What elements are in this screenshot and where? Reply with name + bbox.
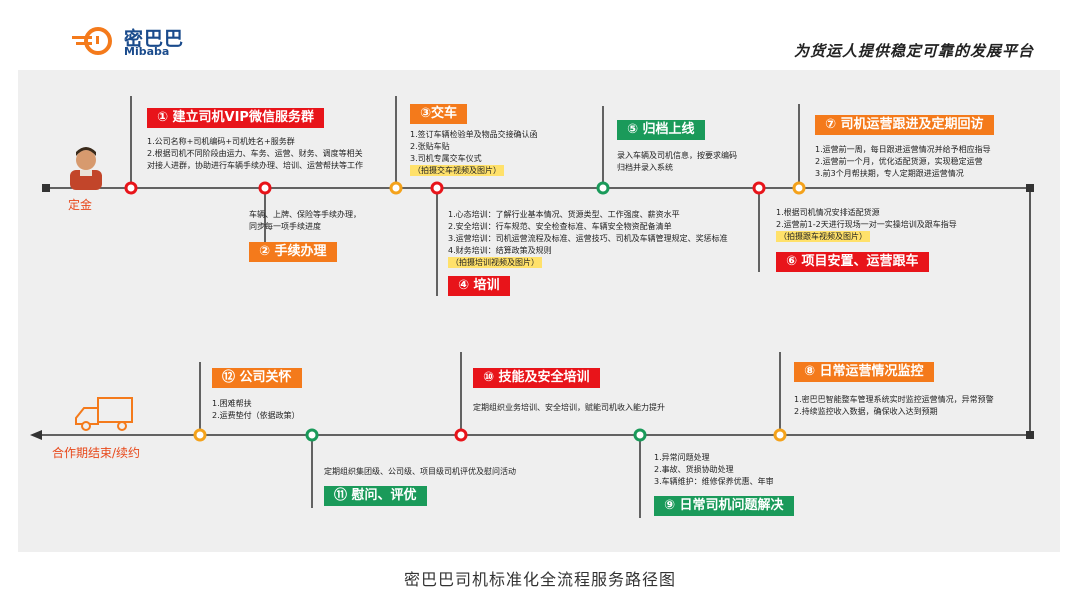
node-9 (633, 428, 647, 442)
node-8 (773, 428, 787, 442)
step-12-title: ⑫ 公司关怀 (212, 368, 302, 388)
truck-icon (75, 397, 133, 431)
step-5-title: ⑤ 归档上线 (617, 120, 705, 140)
step-11-title: ⑪ 慰问、评优 (324, 486, 427, 506)
brand-name-en: Mibaba (124, 45, 170, 58)
step-2-title: ② 手续办理 (249, 242, 337, 262)
step-10-desc: 定期组织业务培训、安全培训，赋能司机收入能力提升 (473, 403, 665, 412)
start-marker (42, 184, 50, 192)
step-9-title: ⑨ 日常司机问题解决 (654, 496, 794, 516)
node-5 (596, 181, 610, 195)
step-10-title: ⑩ 技能及安全培训 (473, 368, 600, 388)
arrow-head-left (30, 430, 42, 440)
slogan: 为货运人提供稳定可靠的发展平台 (793, 42, 1034, 60)
brand-name-cn: 密巴巴 (124, 28, 185, 50)
node-3 (389, 181, 403, 195)
step-8-title: ⑧ 日常运营情况监控 (794, 362, 934, 382)
diagram-background (18, 70, 1060, 552)
step-7-title: ⑦ 司机运营跟进及定期回访 (815, 115, 994, 135)
node-6 (752, 181, 766, 195)
step-11-desc: 定期组织集团级、公司级、项目级司机评优及慰问活动 (324, 467, 516, 476)
diagram-caption: 密巴巴司机标准化全流程服务路径图 (403, 570, 676, 589)
step-3-title: ③交车 (410, 104, 468, 124)
logo-mark-icon (72, 27, 112, 55)
driver-icon (70, 147, 102, 190)
node-11 (305, 428, 319, 442)
node-2 (258, 181, 272, 195)
node-7 (792, 181, 806, 195)
step-4-title: ④ 培训 (448, 276, 510, 296)
step-1-title: ① 建立司机VIP微信服务群 (147, 108, 324, 128)
node-10 (454, 428, 468, 442)
start-label: 定金 (68, 198, 93, 212)
step-2-desc: 车辆、上牌、保险等手续办理，同步每一项手续进度 (249, 210, 361, 231)
node-12 (193, 428, 207, 442)
node-1 (124, 181, 138, 195)
node-4 (430, 181, 444, 195)
step-6-title: ⑥ 项目安置、运营跟车 (776, 252, 929, 272)
step-5-desc: 录入车辆及司机信息，按要求编码归档并录入系统 (617, 151, 737, 172)
end-label: 合作期结束/续约 (52, 446, 141, 460)
